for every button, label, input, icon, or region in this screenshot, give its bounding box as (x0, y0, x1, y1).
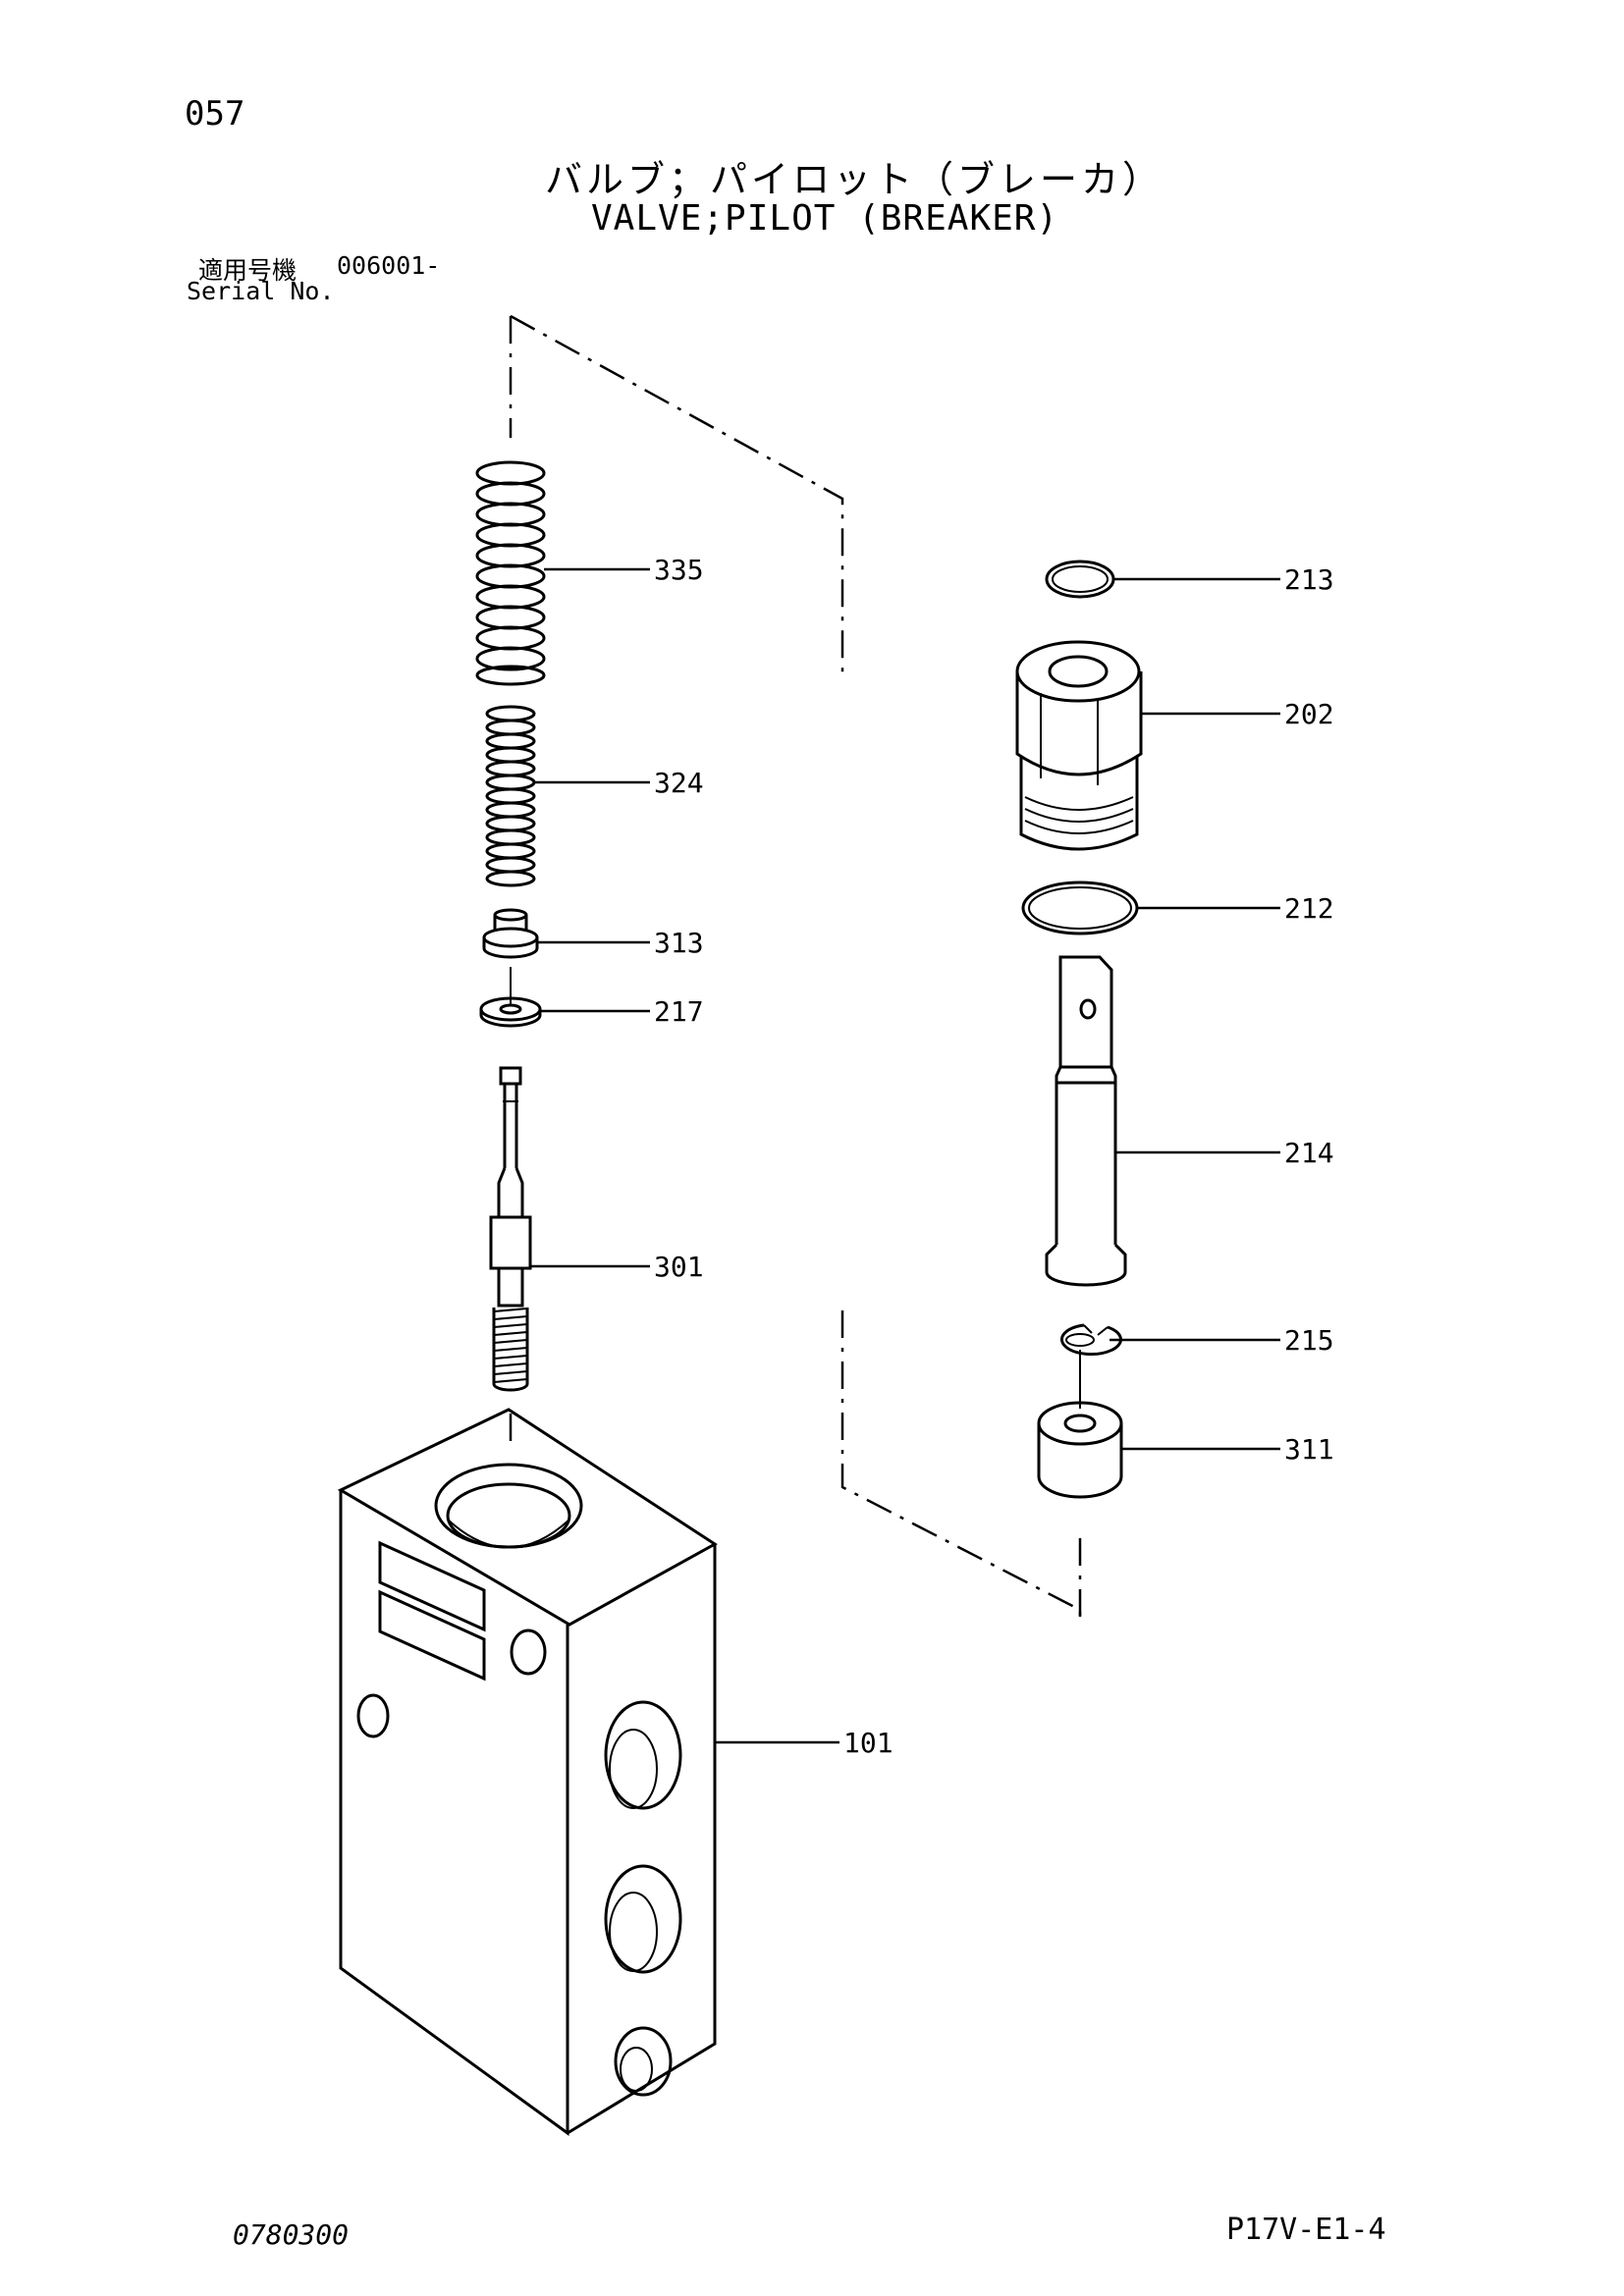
title-english: VALVE;PILOT (BREAKER) (591, 198, 1059, 239)
part-labels: 335 324 313 217 301 101 213 202 212 214 … (654, 554, 1334, 1759)
label-215: 215 (1284, 1324, 1334, 1357)
label-313: 313 (654, 927, 704, 959)
page-number: 057 (185, 94, 245, 133)
part-213-o-ring (1045, 560, 1115, 599)
assembly-guide-lines (509, 314, 1082, 1625)
part-214-spool (1045, 955, 1127, 1287)
part-212-o-ring (1021, 881, 1139, 935)
label-335: 335 (654, 554, 704, 586)
label-101: 101 (843, 1727, 893, 1759)
part-215-retaining-ring (1060, 1323, 1122, 1409)
label-202: 202 (1284, 698, 1334, 730)
label-214: 214 (1284, 1137, 1334, 1169)
part-101-valve-body (337, 1408, 718, 2136)
label-213: 213 (1284, 563, 1334, 596)
serial-label-english: Serial No. (187, 277, 335, 305)
leader-lines (530, 567, 1280, 1744)
label-212: 212 (1284, 892, 1334, 925)
title-japanese: バルブ；パイロット（ブレーカ） (545, 158, 1164, 201)
part-202-plug (1015, 640, 1143, 851)
serial-label-japanese: 適用号機 (198, 256, 298, 285)
sheet-code: P17V-E1-4 (1226, 2213, 1386, 2247)
part-313-spring-seat (482, 908, 539, 959)
label-301: 301 (654, 1251, 704, 1283)
label-217: 217 (654, 995, 704, 1028)
label-324: 324 (654, 767, 704, 799)
label-311: 311 (1284, 1433, 1334, 1466)
part-324-spring-small (485, 705, 536, 887)
drawing-code: 0780300 (233, 2218, 350, 2251)
part-311-cap (1037, 1401, 1123, 1499)
part-217-washer (479, 967, 542, 1028)
part-335-spring-large (475, 460, 546, 686)
part-301-poppet (489, 1066, 532, 1392)
serial-value: 006001- (337, 251, 441, 280)
